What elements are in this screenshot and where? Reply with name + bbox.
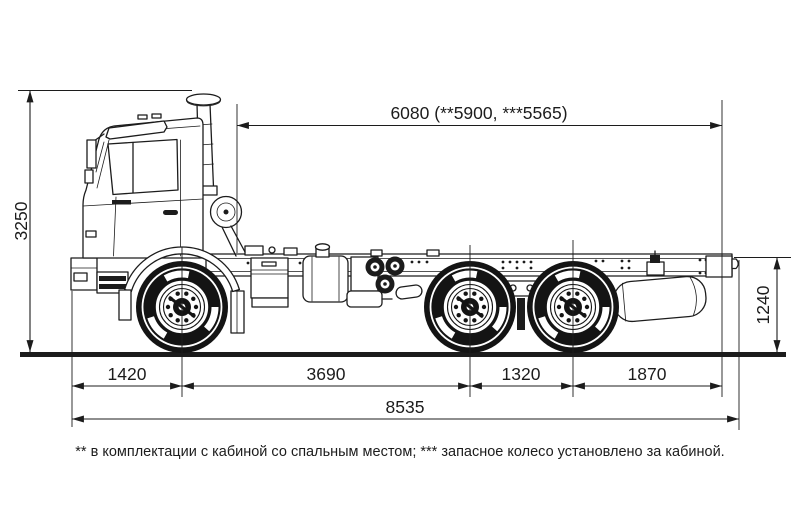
spare-wheel-winch [646,250,665,276]
side-window [107,138,179,196]
tow-coupling [705,255,739,278]
footnote: ** в комплектации с кабиной со спальным … [75,444,724,460]
dimensions: 6080 (**5900, ***5565) 3250 1240 1420 36… [11,90,791,430]
sun-visor [105,120,168,140]
ground-line [20,352,786,357]
chassis-equipment [244,243,739,330]
dim-wheelbase-label: 3690 [307,364,346,384]
dim-top-span-label: 6080 (**5900, ***5565) [390,103,567,123]
dim-front-overhang-label: 1420 [108,364,147,384]
dim-bogie-base: 1320 [470,364,573,390]
kamaz-emblem [112,200,131,205]
dim-frame-height: 1240 [753,257,781,352]
intake-cap [185,93,222,106]
battery-box [250,257,289,308]
front-mud-flap [230,290,245,334]
dim-rear-overhang-label: 1870 [628,364,667,384]
spare-wheel [613,275,707,323]
air-filter [209,195,246,257]
axle-centerlines [181,240,574,397]
dim-top-span: 6080 (**5900, ***5565) [237,103,722,129]
air-reservoirs [365,256,423,300]
air-intake-stack [185,93,246,257]
roof-marker-lamp [137,114,148,120]
mirror [84,133,105,184]
bogie-spring-bracket [505,280,538,330]
door-handle [163,210,178,215]
dim-front-overhang: 1420 [72,364,182,390]
air-dryer [395,284,423,300]
roof-marker-lamp [151,113,162,119]
dim-overall-length: 8535 [72,397,739,423]
dim-frame-height-label: 1240 [753,285,773,324]
dim-rear-overhang: 1870 [573,364,722,390]
front-bumper [70,257,98,291]
dim-wheelbase: 3690 [182,364,470,390]
fuel-tank [302,243,349,303]
dim-overall-length-label: 8535 [386,397,425,417]
dim-overall-height: 3250 [11,90,34,352]
cab [70,113,245,334]
front-fender [123,246,241,293]
dim-overall-height-label: 3250 [11,201,31,240]
dim-bogie-base-label: 1320 [502,364,541,384]
marker-light [85,230,97,238]
